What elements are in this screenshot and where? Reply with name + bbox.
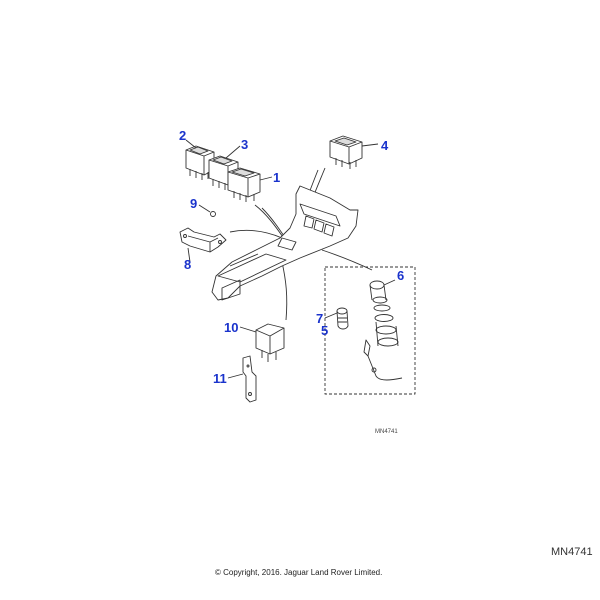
callout-2[interactable]: 2 [179,128,187,143]
bracket-8-icon [179,227,227,253]
footer-reference-code: MN4741 [551,546,593,558]
callout-11[interactable]: 11 [213,371,227,386]
switch-4-icon [329,135,379,169]
relay-icon [255,323,285,362]
callout-1[interactable]: 1 [273,170,281,185]
callout-4[interactable]: 4 [381,138,389,153]
callout-5[interactable]: 5 [321,323,329,338]
callout-10[interactable]: 10 [224,320,239,335]
diagram-reference-code: MN4741 [375,429,398,435]
lighter-assembly-icon [369,279,399,347]
callout-8[interactable]: 8 [184,257,192,272]
switch-1-icon [227,167,273,202]
callout-6[interactable]: 6 [397,268,405,283]
lighter-kit-box [324,266,416,395]
lighter-knob-icon [336,307,349,330]
copyright-notice: © Copyright, 2016. Jaguar Land Rover Lim… [215,568,383,577]
callout-7[interactable]: 7 [316,311,324,326]
lighter-wire-icon [363,339,403,381]
callout-3[interactable]: 3 [241,137,249,152]
relay-bracket-icon [242,355,257,403]
callout-9[interactable]: 9 [190,196,198,211]
center-console-icon [211,185,359,301]
